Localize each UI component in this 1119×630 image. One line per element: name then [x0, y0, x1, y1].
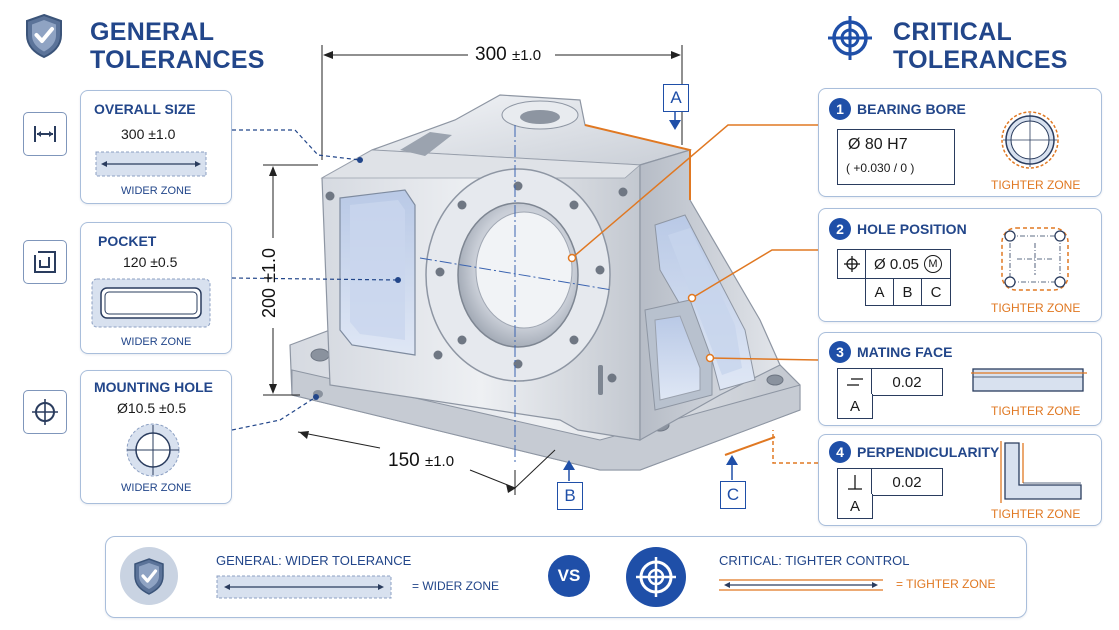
legend-critical-eq: = TIGHTER ZONE — [896, 577, 996, 591]
dim-depth-value: 150 — [388, 450, 420, 471]
vs-badge: VS — [548, 555, 590, 597]
datum-c-box: C — [720, 481, 746, 509]
card-title: HOLE POSITION — [857, 221, 967, 237]
datum-a-box: A — [663, 84, 689, 112]
bore-value: Ø 80 H7 — [848, 136, 908, 153]
datum-ref-a: A — [866, 279, 894, 305]
card-perpendicularity: 4 PERPENDICULARITY 0.02 A TIGHTER ZONE — [818, 434, 1102, 526]
legend-target-icon — [626, 547, 686, 607]
wide-zone-pocket — [91, 278, 211, 328]
flatness-fcf: 0.02 — [837, 368, 943, 396]
bore-tight-zone — [1001, 111, 1059, 169]
perpendicularity-value: 0.02 — [892, 473, 922, 491]
width-arrows-icon — [23, 112, 67, 156]
dim-width-label: 300 ±1.0 — [475, 44, 541, 66]
legend-wide-bar — [216, 575, 392, 599]
dim-width-tol: ±1.0 — [511, 47, 542, 64]
flatness-datum-fcf: A — [837, 394, 873, 419]
card-mating-face: 3 MATING FACE 0.02 A TIGHTER ZONE — [818, 332, 1102, 426]
wide-zone-hole — [126, 423, 180, 477]
general-title-line2: TOLERANCES — [90, 46, 265, 74]
card-value: Ø10.5 ±0.5 — [117, 400, 187, 416]
wide-zone-bar — [95, 151, 207, 177]
position-fcf: Ø 0.05 M — [837, 249, 951, 279]
critical-title-line2: TOLERANCES — [893, 46, 1068, 74]
datum-ref-fcf: A B C — [865, 279, 951, 306]
legend-general-label: GENERAL: WIDER TOLERANCE — [216, 553, 412, 568]
crosshair-circle-icon — [23, 390, 67, 434]
position-value: Ø 0.05 — [873, 255, 920, 273]
dim-height-value: 200 ±1.0 — [259, 248, 279, 318]
dim-width-value: 300 — [475, 44, 507, 65]
position-tight-zone — [1001, 227, 1069, 291]
position-value-cell: Ø 0.05 M — [866, 250, 950, 278]
card-title: POCKET — [98, 233, 157, 249]
card-hole-position: 2 HOLE POSITION Ø 0.05 M A B C TIGHTER Z… — [818, 208, 1102, 322]
zone-label: TIGHTER ZONE — [991, 507, 1081, 521]
mmc-modifier: M — [924, 255, 943, 273]
card-value: 300 ±1.0 — [121, 126, 176, 142]
flatness-tight-zone — [971, 368, 1087, 392]
perpendicularity-fcf: 0.02 — [837, 468, 943, 496]
legend-shield-icon — [120, 547, 178, 605]
zone-label: WIDER ZONE — [121, 482, 192, 494]
number-badge: 4 — [829, 441, 851, 463]
card-bearing-bore: 1 BEARING BORE Ø 80 H7 ( +0.030 / 0 ) TI… — [818, 88, 1102, 197]
flatness-symbol-icon — [838, 369, 872, 395]
zone-label: TIGHTER ZONE — [991, 301, 1081, 315]
datum-ref-a: A — [849, 497, 860, 515]
card-title: BEARING BORE — [857, 101, 966, 117]
dim-depth-label: 150 ±1.0 — [388, 450, 454, 472]
dim-height-label: 200 ±1.0 — [259, 243, 281, 323]
number-badge: 3 — [829, 341, 851, 363]
critical-title: CRITICAL TOLERANCES — [893, 18, 1068, 74]
card-overall-size: OVERALL SIZE 300 ±1.0 WIDER ZONE — [80, 90, 232, 204]
perpendicular-symbol-icon — [838, 469, 872, 495]
card-pocket: POCKET 120 ±0.5 WIDER ZONE — [80, 222, 232, 354]
bracket-drawing — [231, 45, 819, 495]
number-badge: 2 — [829, 218, 851, 240]
card-title: PERPENDICULARITY — [857, 444, 1000, 460]
datum-b-box: B — [557, 482, 583, 510]
legend-critical-label: CRITICAL: TIGHTER CONTROL — [719, 553, 910, 568]
general-title: GENERAL TOLERANCES — [90, 18, 265, 74]
flatness-value: 0.02 — [892, 373, 922, 391]
card-value: 120 ±0.5 — [123, 254, 178, 270]
critical-target-icon — [826, 14, 874, 62]
critical-title-line1: CRITICAL — [893, 18, 1013, 46]
legend-bar: GENERAL: WIDER TOLERANCE = WIDER ZONE VS… — [105, 536, 1027, 618]
zone-label: WIDER ZONE — [121, 336, 192, 348]
dim-depth-tol: ±1.0 — [424, 453, 455, 470]
general-title-line1: GENERAL — [90, 18, 215, 46]
card-title: MOUNTING HOLE — [94, 379, 213, 395]
general-shield-icon — [24, 13, 64, 59]
card-title: OVERALL SIZE — [94, 101, 196, 117]
legend-general-eq: = WIDER ZONE — [412, 579, 500, 593]
zone-label: TIGHTER ZONE — [991, 178, 1081, 192]
bore-spec-box: Ø 80 H7 ( +0.030 / 0 ) — [837, 129, 955, 185]
pocket-corner-icon — [23, 240, 67, 284]
datum-ref-a: A — [849, 397, 860, 415]
card-title: MATING FACE — [857, 344, 953, 360]
datum-ref-b: B — [894, 279, 922, 305]
zone-label: WIDER ZONE — [121, 185, 192, 197]
datum-ref-c: C — [930, 283, 942, 301]
legend-tight-bar — [719, 579, 883, 591]
perpendicularity-datum-fcf: A — [837, 494, 873, 519]
card-mounting-hole: MOUNTING HOLE Ø10.5 ±0.5 WIDER ZONE — [80, 370, 232, 504]
perpendicular-tight-zone — [1000, 441, 1082, 503]
bore-tolerance: ( +0.030 / 0 ) — [846, 161, 915, 175]
position-symbol-icon — [838, 250, 866, 278]
number-badge: 1 — [829, 98, 851, 120]
zone-label: TIGHTER ZONE — [991, 404, 1081, 418]
